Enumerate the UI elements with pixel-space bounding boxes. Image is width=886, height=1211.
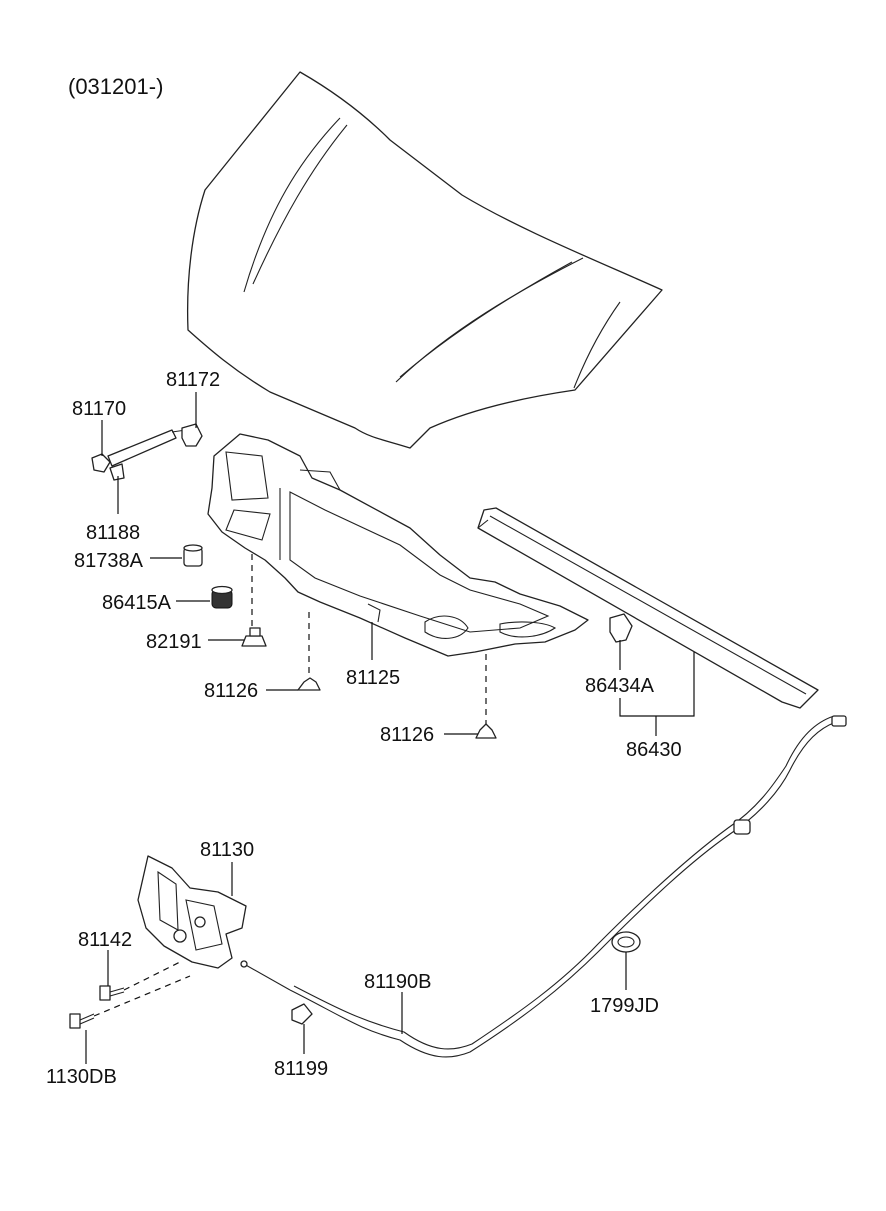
bolt-1130DB (69, 1013, 95, 1029)
hood-panel (187, 71, 663, 449)
bumper-86415A (211, 585, 233, 609)
bolt-81142 (99, 985, 125, 1001)
clip-81188 (109, 463, 125, 481)
part-label-86415A: 86415A (102, 592, 172, 614)
part-label-86430: 86430 (626, 739, 682, 761)
part-label-81170: 81170 (72, 398, 126, 420)
clip-81126-left (297, 677, 321, 691)
clamp-1799JD (611, 931, 641, 953)
part-label-82191: 82191 (146, 631, 202, 653)
part-label-81142: 81142 (78, 929, 132, 951)
part-label-81190B: 81190B (364, 971, 431, 993)
release-cable-81190B (240, 715, 847, 1058)
part-label-81126-right: 81126 (380, 724, 434, 746)
clip-86434A (609, 613, 633, 643)
part-label-1799JD: 1799JD (590, 995, 659, 1017)
part-label-1130DB: 1130DB (46, 1066, 117, 1088)
weatherstrip-86430 (477, 507, 819, 709)
part-label-81130: 81130 (200, 839, 254, 861)
clip-81199 (291, 1003, 313, 1025)
hood-latch-81130 (137, 855, 247, 969)
part-label-86434A: 86434A (585, 675, 655, 697)
hood-stay-81170 (91, 423, 203, 473)
grommet-82191 (241, 627, 267, 647)
bumper-81738A (183, 544, 203, 567)
clip-81126-right (475, 723, 497, 739)
header-code: (031201-) (68, 74, 163, 99)
part-label-81188: 81188 (86, 522, 140, 544)
hood-insulator-81125 (207, 433, 589, 657)
part-label-81738A: 81738A (74, 550, 144, 572)
part-label-81172: 81172 (166, 369, 220, 391)
part-label-81199: 81199 (274, 1058, 328, 1080)
part-label-81125: 81125 (346, 667, 400, 689)
part-label-81126-left: 81126 (204, 680, 258, 702)
